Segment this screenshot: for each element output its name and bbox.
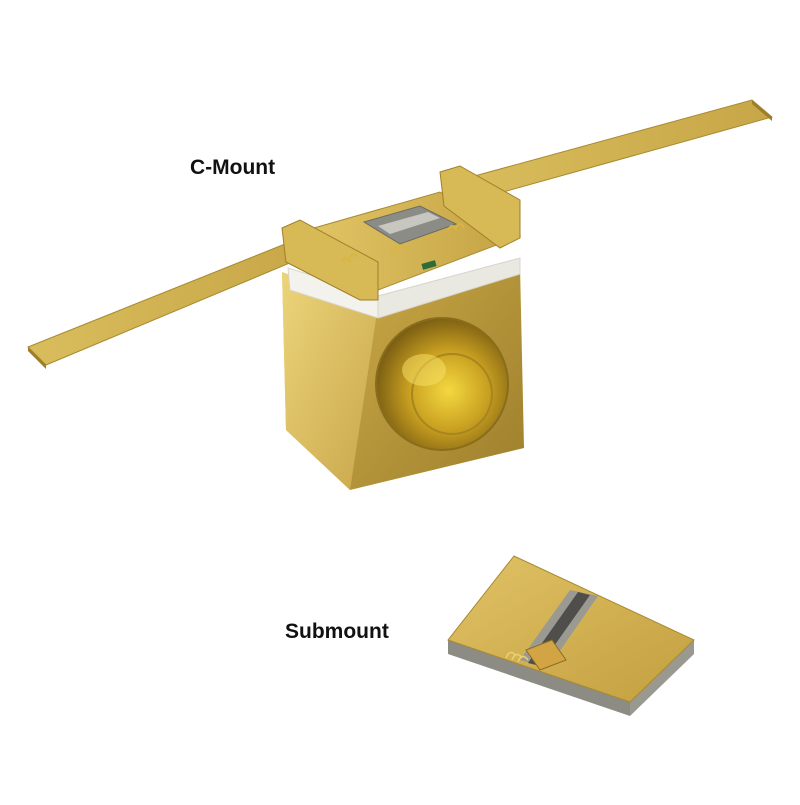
c-mount-left-lead	[27, 237, 317, 366]
submount-label: Submount	[285, 620, 389, 643]
submount	[447, 555, 695, 716]
c-mount-bore	[375, 317, 509, 451]
c-mount-right-lead	[459, 99, 774, 200]
c-mount-right-clamp	[439, 165, 521, 249]
submount-edge	[448, 640, 630, 716]
c-mount-label: C-Mount	[190, 156, 276, 179]
c-mount	[27, 99, 774, 490]
c-mount-wire-bonds	[341, 223, 465, 263]
submount-chip	[525, 639, 567, 671]
c-mount-left-clamp	[281, 219, 379, 301]
submount-wire-bonds	[505, 651, 529, 663]
